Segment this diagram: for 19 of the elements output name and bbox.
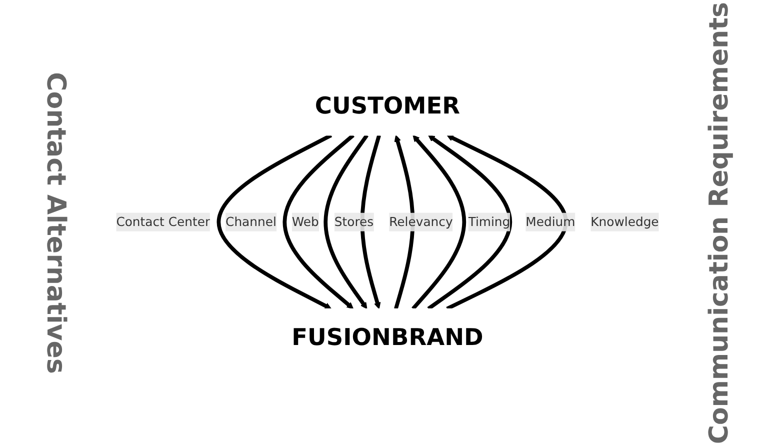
arrow <box>282 134 354 310</box>
node-text: FUSIONBRAND <box>292 324 484 352</box>
edge-label: Contact Center <box>116 214 210 230</box>
edge-label: Stores <box>334 214 374 230</box>
arrow <box>216 134 332 310</box>
edge-label: Knowledge <box>590 214 659 230</box>
edge-label: Channel <box>226 214 276 230</box>
arrow <box>360 135 381 310</box>
arrow <box>446 135 568 311</box>
edge-label: Medium <box>526 214 576 230</box>
arrow <box>412 135 466 311</box>
edge-label: Timing <box>468 214 510 230</box>
edge-label: Relevancy <box>389 214 453 230</box>
side-label: Communication Requirements <box>706 1 734 444</box>
edge-label: Web <box>292 214 319 230</box>
arrow <box>427 135 512 311</box>
arrow <box>394 135 415 310</box>
side-label: Contact Alternatives <box>40 72 70 374</box>
arrow <box>324 134 368 310</box>
